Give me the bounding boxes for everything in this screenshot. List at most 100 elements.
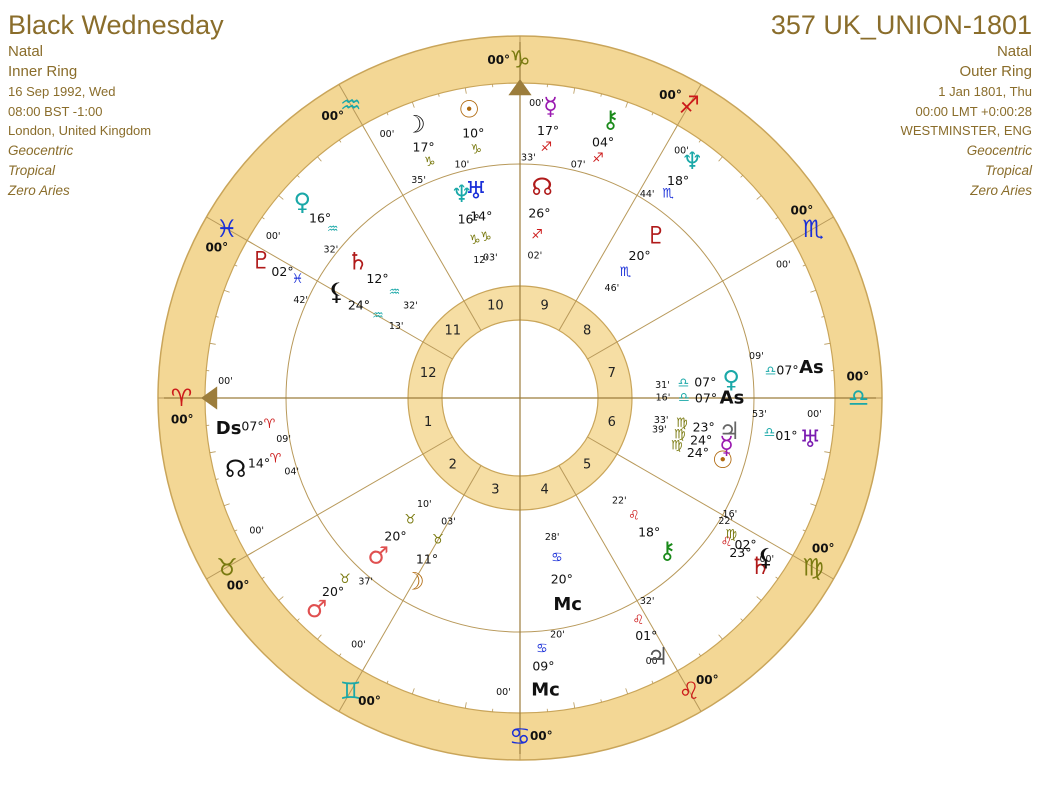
outer-ascendant-minute: 09' <box>749 351 764 362</box>
virgo-sign-minute: 00' <box>759 554 774 565</box>
degree-tick <box>438 93 440 97</box>
inner-saturn-degree: 12° <box>366 271 388 286</box>
house-number-8: 8 <box>583 323 591 338</box>
asc-arrow-icon <box>201 386 218 410</box>
degree-tick <box>215 478 219 480</box>
inner-neptune-icon: ♆ <box>451 180 473 208</box>
inner-venus-minute: 31' <box>655 380 670 391</box>
outer-lilith-degree: 02° <box>735 537 757 552</box>
degree-tick <box>810 503 817 507</box>
scorpio-sign-icon: ♏ <box>802 215 824 243</box>
outer-moon-minute: 35' <box>411 175 426 186</box>
outer-saturn-icon: ♄ <box>749 552 771 580</box>
inner-node-sign-icon: ♐ <box>531 227 543 242</box>
outer-venus-sign-icon: ♒ <box>327 222 339 237</box>
degree-tick <box>464 87 467 94</box>
sagittarius-sign-icon: ♐ <box>679 91 701 119</box>
inner-pluto-degree: 20° <box>629 248 651 263</box>
inner-jupiter-icon: ♃ <box>719 417 741 445</box>
inner-mars-degree: 20° <box>384 529 406 544</box>
pisces-sign-degree: 00° <box>205 241 228 255</box>
outer-moon-sign-icon: ♑ <box>424 155 436 170</box>
gemini-sign-icon: ♊ <box>340 677 362 705</box>
cancer-sign-icon: ♋ <box>509 723 531 751</box>
scorpio-sign-degree: 00° <box>791 204 814 218</box>
inner-pluto-sign-icon: ♏ <box>620 265 632 280</box>
inner-chiron-sign-icon: ♌ <box>628 509 640 524</box>
inner-sun-degree: 24° <box>687 445 709 460</box>
inner-node-degree: 26° <box>528 206 550 221</box>
inner-midheaven-degree: 20° <box>551 572 573 587</box>
pisces-sign-minute: 00' <box>266 231 281 242</box>
aquarius-sign-degree: 00° <box>321 109 344 123</box>
outer-pluto-degree: 02° <box>271 264 293 279</box>
degree-tick <box>821 478 825 480</box>
inner-ascendant-icon: As <box>720 388 745 409</box>
virgo-sign-icon: ♍ <box>802 553 824 581</box>
inner-pluto-icon: ♇ <box>646 222 668 250</box>
outer-mercury-minute: 33' <box>521 153 536 164</box>
inner-sun-icon: ☉ <box>712 446 734 474</box>
capricorn-sign-icon: ♑ <box>509 46 531 74</box>
outer-jupiter-sign-icon: ♌ <box>632 613 644 628</box>
left-ring-label: Inner Ring <box>8 63 78 80</box>
aries-sign-minute: 00' <box>218 376 233 387</box>
inner-uranus-sign-icon: ♑ <box>480 230 492 245</box>
inner-mars-icon: ♂ <box>367 542 389 570</box>
degree-tick <box>317 156 322 162</box>
outer-uranus-icon: ♅ <box>799 425 821 453</box>
outer-descendant-sign-icon: ♈ <box>264 417 276 432</box>
libra-sign-icon: ♎ <box>848 384 870 412</box>
inner-venus-icon: ♀ <box>722 366 740 394</box>
outer-ascendant-icon: As <box>799 357 824 378</box>
degree-tick <box>386 680 389 684</box>
scorpio-sign-minute: 00' <box>776 260 791 271</box>
degree-tick <box>234 529 238 532</box>
degree-tick <box>756 596 762 601</box>
sagittarius-sign-degree: 00° <box>659 88 682 102</box>
outer-venus-icon: ♀ <box>294 188 312 216</box>
inner-moon-minute: 03' <box>441 516 456 527</box>
outer-midheaven-degree: 09° <box>532 659 554 674</box>
degree-tick <box>600 93 602 97</box>
degree-tick <box>297 618 300 621</box>
outer-mercury-icon: ☿ <box>543 93 558 121</box>
capricorn-sign-minute: 00' <box>529 98 544 109</box>
degree-tick <box>411 688 415 695</box>
degree-tick <box>698 653 702 657</box>
outer-neptune-sign-icon: ♏ <box>662 187 674 202</box>
inner-mercury-minute: 39' <box>652 425 667 436</box>
outer-chiron-minute: 07' <box>571 160 586 171</box>
degree-tick <box>317 634 322 640</box>
degree-tick <box>775 216 779 220</box>
house-number-4: 4 <box>540 482 548 497</box>
inner-midheaven-minute: 28' <box>545 532 560 543</box>
degree-tick <box>362 665 366 671</box>
outer-ascendant-degree: 07° <box>776 362 798 377</box>
house-number-9: 9 <box>540 299 548 314</box>
capricorn-sign-degree: 00° <box>487 53 510 67</box>
degree-tick <box>362 125 366 131</box>
outer-node-degree: 14° <box>248 456 270 471</box>
outer-sun-minute: 10' <box>455 160 470 171</box>
outer-moon-icon: ☽ <box>404 111 426 139</box>
outer-lilith-icon: ⚸ <box>757 544 775 572</box>
inner-pluto-minute: 46' <box>605 283 620 294</box>
degree-tick <box>278 195 284 200</box>
inner-lilith-icon: ⚸ <box>328 278 346 306</box>
degree-tick <box>247 240 253 244</box>
cancer-sign-minute: 00' <box>496 687 511 698</box>
gemini-sign-degree: 00° <box>358 694 381 708</box>
cancer-sign-degree: 00° <box>530 729 553 743</box>
outer-uranus-degree: 01° <box>775 428 797 443</box>
outer-saturn-sign-icon: ♌ <box>721 535 733 550</box>
outer-jupiter-icon: ♃ <box>647 643 669 671</box>
inner-neptune-degree: 16° <box>458 212 480 227</box>
inner-node-icon: ☊ <box>532 173 553 201</box>
inner-mercury-icon: ☿ <box>719 432 734 460</box>
inner-chiron-minute: 22' <box>612 495 627 506</box>
inner-midheaven-sign-icon: ♋ <box>551 550 563 565</box>
degree-tick <box>651 680 654 684</box>
leo-sign-minute: 00' <box>646 656 661 667</box>
